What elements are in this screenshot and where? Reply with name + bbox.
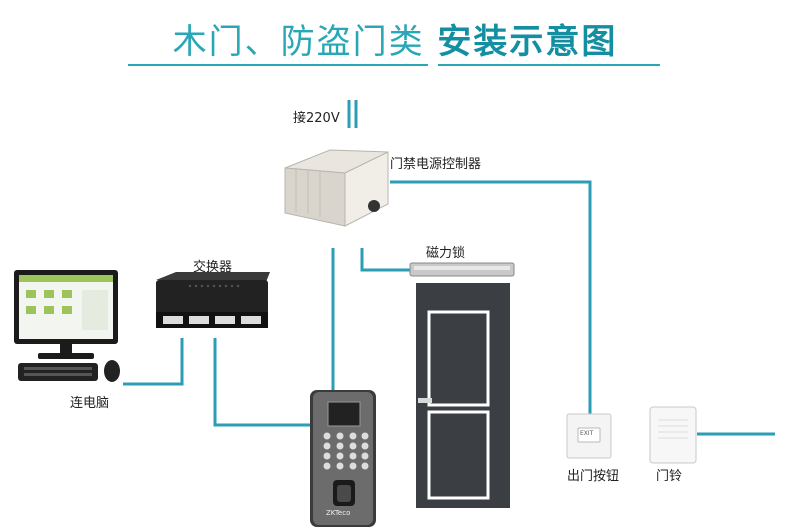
mag-lock-label: 磁力锁: [426, 246, 466, 261]
exit-button-text: EXIT: [580, 430, 594, 437]
network-switch-device: [156, 272, 270, 328]
exit-button-device: [566, 413, 612, 459]
doorbell-device: [649, 406, 697, 464]
title-underline-right: [438, 64, 660, 66]
title-part-1: 木门、防盗门类: [172, 22, 425, 62]
connection-wires: [123, 100, 775, 436]
fingerprint-reader-device: [310, 390, 376, 527]
exit-button-label: 出门按钮: [567, 469, 620, 484]
doorbell-label: 门铃: [656, 469, 683, 484]
title-underline-left: [128, 64, 428, 66]
computer-label: 连电脑: [70, 396, 110, 411]
title-part-2: 安装示意图: [437, 22, 618, 62]
power-input-label: 接220V: [293, 111, 340, 126]
power-controller-device: [284, 149, 389, 227]
reader-brand: ZKTeco: [326, 509, 351, 517]
power-controller-label: 门禁电源控制器: [390, 157, 482, 172]
door-device: [416, 283, 510, 508]
diagram-title: 木门、防盗门类 安装示意图: [0, 14, 790, 63]
computer-device: [14, 270, 120, 382]
magnetic-lock-device: [409, 262, 515, 277]
switch-label: 交换器: [193, 260, 233, 275]
